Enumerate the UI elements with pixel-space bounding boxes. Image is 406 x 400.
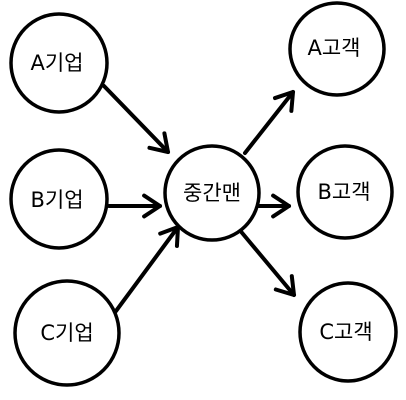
arrow-company_b-to-middleman xyxy=(107,193,162,219)
node-customer-a-label: A고객 xyxy=(307,36,360,60)
node-customer-b-circle xyxy=(296,144,394,240)
arrow-company_c-to-middleman xyxy=(114,225,180,313)
node-company-b-circle xyxy=(9,148,109,250)
node-customer-b-label: B고객 xyxy=(317,180,370,204)
node-customer-c-circle xyxy=(298,281,398,383)
arrow-shaft xyxy=(114,225,180,313)
node-company-b: B기업 xyxy=(9,148,109,250)
node-company-a: A기업 xyxy=(9,12,109,114)
node-middleman-label: 중간맨 xyxy=(183,181,241,205)
arrow-middleman-to-customer_a xyxy=(243,90,295,155)
node-customer-b: B고객 xyxy=(296,144,394,240)
arrow-middleman-to-customer_c xyxy=(236,226,296,297)
arrow-company_a-to-middleman xyxy=(102,84,170,154)
arrow-head xyxy=(273,274,296,297)
node-company-a-circle xyxy=(9,12,109,114)
arrow-shaft xyxy=(243,90,295,155)
arrow-head xyxy=(272,90,295,113)
node-middleman: 중간맨 xyxy=(163,144,261,242)
node-customer-c: C고객 xyxy=(298,281,398,383)
node-customer-a: A고객 xyxy=(288,1,386,97)
arrow-shaft xyxy=(236,226,296,297)
arrow-middleman-to-customer_b xyxy=(256,193,291,219)
node-company-c: C기업 xyxy=(13,279,121,387)
node-company-c-circle xyxy=(13,279,121,387)
node-company-c-label: C기업 xyxy=(40,321,93,345)
node-company-b-label: B기업 xyxy=(30,188,83,212)
node-company-a-label: A기업 xyxy=(30,51,83,75)
node-middleman-circle xyxy=(163,144,261,242)
arrow-head xyxy=(142,193,162,219)
arrow-head xyxy=(147,131,170,154)
node-customer-a-circle xyxy=(288,1,386,97)
arrow-head xyxy=(271,193,291,219)
node-customer-c-label: C고객 xyxy=(319,320,372,344)
arrow-shaft xyxy=(102,84,170,154)
